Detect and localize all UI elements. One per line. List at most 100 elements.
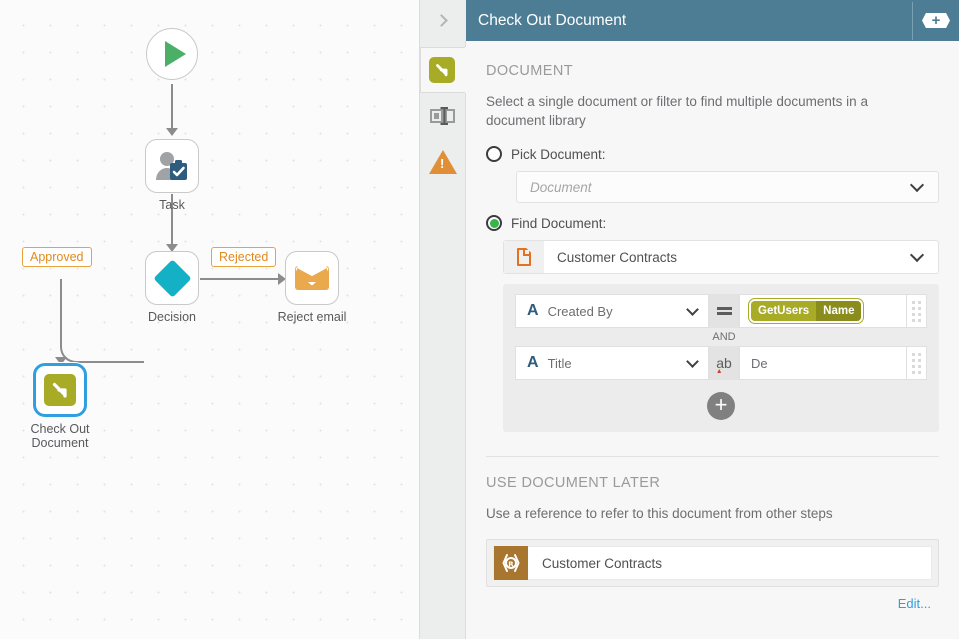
filter-row: A Created By GetUsers Name — [515, 294, 927, 328]
decision-node-box[interactable] — [145, 251, 199, 305]
equals-icon — [716, 305, 732, 318]
check-out-document-node-box[interactable] — [33, 363, 87, 417]
start-node[interactable] — [146, 28, 198, 80]
tab-form-fields[interactable] — [420, 93, 466, 139]
collapse-panel-button[interactable] — [420, 0, 466, 41]
warning-triangle-icon — [428, 150, 457, 174]
document-section-title: DOCUMENT — [486, 63, 573, 79]
find-document-label: Find Document: — [511, 215, 607, 231]
panel-header: Check Out Document + — [466, 0, 959, 41]
panel-content: DOCUMENT Select a single document or fil… — [466, 41, 959, 639]
filter-field-dropdown-1[interactable]: A Created By — [515, 294, 709, 328]
find-document-radio[interactable] — [486, 215, 502, 231]
page-title: Check Out Document — [478, 11, 627, 29]
panel-body: DOCUMENT Select a single document or fil… — [419, 41, 959, 639]
task-node-box[interactable] — [145, 139, 199, 193]
use-later-section-title: USE DOCUMENT LATER — [486, 475, 661, 491]
edge-decision-to-checkout — [60, 279, 144, 363]
reference-brown-icon: R — [494, 546, 528, 580]
chevron-down-icon — [686, 354, 699, 368]
edge-task-to-decision — [171, 194, 173, 246]
play-green-icon — [164, 41, 186, 67]
edge-label-rejected[interactable]: Rejected — [211, 247, 277, 267]
svg-text:R: R — [508, 561, 514, 569]
filter-value-text-2: De — [751, 355, 768, 371]
document-reference-box[interactable]: R Customer Contracts — [486, 539, 939, 587]
envelope-orange-icon — [295, 266, 329, 290]
pick-document-dropdown-value: Document — [530, 179, 592, 195]
document-library-value: Customer Contracts — [557, 249, 678, 265]
filter-operator-1[interactable] — [709, 294, 739, 328]
edit-reference-link[interactable]: Edit... — [897, 596, 931, 611]
filter-value-1[interactable]: GetUsers Name — [739, 294, 907, 328]
ab-contains-icon: ab — [716, 355, 732, 371]
add-filter-row: + — [515, 380, 927, 422]
task-node[interactable]: Task — [145, 139, 217, 212]
drag-handle-icon[interactable] — [907, 294, 927, 328]
filter-conjunction-row: AND — [515, 328, 927, 346]
pick-document-dropdown[interactable]: Document — [516, 171, 939, 203]
arrowhead-decision — [166, 244, 178, 252]
reject-email-node-box[interactable] — [285, 251, 339, 305]
use-later-section-description: Use a reference to refer to this documen… — [486, 506, 833, 521]
document-reference-label: Customer Contracts — [542, 555, 663, 571]
add-step-button[interactable]: + — [913, 0, 959, 41]
document-reference-inner[interactable]: R Customer Contracts — [493, 546, 932, 580]
token-property: Name — [816, 301, 862, 321]
drag-handle-icon[interactable] — [907, 346, 927, 380]
properties-panel: Check Out Document + — [419, 0, 959, 639]
panel-icon-rail — [419, 41, 466, 639]
checkout-arrow-icon — [44, 374, 76, 406]
filter-value-2[interactable]: De — [739, 346, 907, 380]
filter-field-dropdown-2[interactable]: A Title — [515, 346, 709, 380]
header-divider — [912, 1, 913, 40]
plus-circle-icon[interactable]: + — [707, 392, 735, 420]
start-node-box[interactable] — [146, 28, 198, 80]
lookup-token[interactable]: GetUsers Name — [751, 301, 862, 321]
filter-conjunction-label[interactable]: AND — [712, 331, 736, 343]
tab-warnings[interactable] — [420, 139, 466, 185]
filter-operator-2[interactable]: ab — [709, 346, 739, 380]
pick-document-radio[interactable] — [486, 146, 502, 162]
check-out-document-node-label: Check Out Document — [30, 422, 90, 450]
arrowhead-reject-email — [278, 273, 286, 285]
filter-field-value-1: Created By — [547, 303, 613, 319]
text-field-A-icon: A — [527, 354, 539, 371]
token-source: GetUsers — [751, 301, 817, 321]
arrowhead-checkout — [55, 357, 67, 365]
input-field-icon — [429, 107, 455, 125]
reject-email-node[interactable]: Reject email — [278, 251, 357, 324]
edge-start-to-task — [171, 84, 173, 130]
decision-node[interactable]: Decision — [145, 251, 217, 324]
filter-field-value-2: Title — [547, 355, 572, 371]
task-person-check-icon — [154, 150, 190, 182]
chevron-right-icon — [435, 14, 448, 27]
section-divider — [486, 456, 939, 457]
pick-document-radio-row[interactable]: Pick Document: — [486, 146, 939, 162]
arrowhead-task — [166, 128, 178, 136]
text-field-A-icon: A — [527, 302, 539, 319]
chevron-down-icon — [686, 302, 699, 316]
diamond-teal-icon — [152, 258, 192, 298]
checkout-arrow-icon — [429, 57, 455, 83]
decision-node-label: Decision — [148, 310, 196, 324]
pick-document-label: Pick Document: — [511, 146, 606, 162]
radio-selected-dot — [489, 218, 499, 228]
find-document-radio-row[interactable]: Find Document: — [486, 215, 939, 231]
tab-check-out-document[interactable] — [419, 47, 466, 93]
task-node-label: Task — [159, 198, 185, 212]
chevron-down-icon — [909, 177, 925, 193]
edge-label-approved[interactable]: Approved — [22, 247, 92, 267]
document-section-description: Select a single document or filter to fi… — [486, 94, 868, 128]
reject-email-node-label: Reject email — [277, 310, 347, 324]
workflow-canvas[interactable]: Approved Rejected Tas — [0, 0, 420, 639]
plus-hex-icon: + — [922, 13, 950, 28]
filter-row: A Title ab De — [515, 346, 927, 380]
check-out-document-node[interactable]: Check Out Document — [30, 363, 105, 450]
document-library-dropdown[interactable]: Customer Contracts — [503, 240, 939, 274]
document-orange-icon — [517, 248, 531, 266]
filter-builder: A Created By GetUsers Name — [503, 284, 939, 432]
library-icon-wrap — [504, 241, 544, 273]
chevron-down-icon — [909, 247, 925, 263]
